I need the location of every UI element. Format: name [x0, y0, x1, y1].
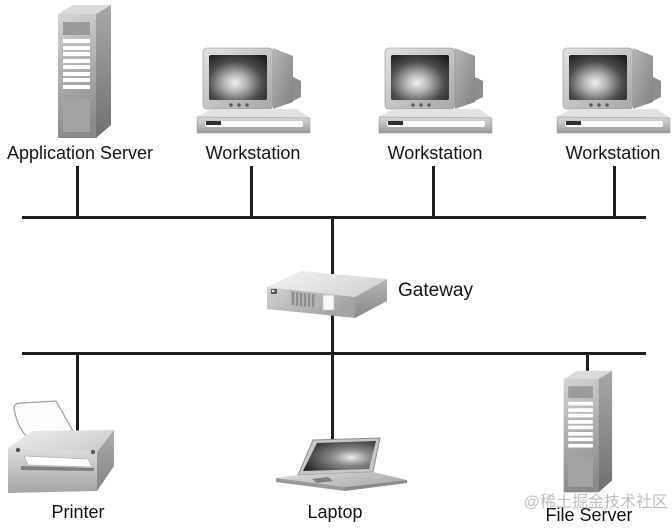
- workstation-2-link-line: [432, 166, 435, 218]
- workstation-1-link-line: [250, 166, 253, 218]
- file-server-label: File Server: [545, 505, 633, 525]
- top-bus-line: [22, 216, 646, 219]
- workstation-3-label: Workstation: [565, 143, 661, 163]
- gateway-label: Gateway: [398, 280, 473, 301]
- server-tower-icon: [52, 2, 114, 142]
- application-server-label: Application Server: [6, 143, 154, 163]
- laptop-icon: [276, 434, 410, 494]
- workstation-2-label: Workstation: [387, 143, 483, 163]
- bottom-bus-line: [22, 352, 646, 355]
- workstation-1-label: Workstation: [205, 143, 301, 163]
- printer-link-line: [76, 352, 79, 440]
- watermark-text: @稀土掘金技术社区: [523, 494, 668, 511]
- file-server-link-line: [586, 352, 589, 373]
- crt-workstation-icon: [555, 45, 671, 139]
- crt-workstation-icon: [195, 45, 311, 139]
- crt-workstation-icon: [377, 45, 493, 139]
- gateway-laptop-link-line: [331, 216, 334, 441]
- gateway-box-icon: [263, 266, 391, 326]
- printer-icon: [4, 400, 116, 506]
- laptop-label: Laptop: [307, 502, 363, 522]
- workstation-3-link-line: [613, 166, 616, 218]
- application-server-link-line: [76, 166, 79, 218]
- server-tower-icon: [558, 368, 615, 496]
- printer-label: Printer: [51, 502, 105, 522]
